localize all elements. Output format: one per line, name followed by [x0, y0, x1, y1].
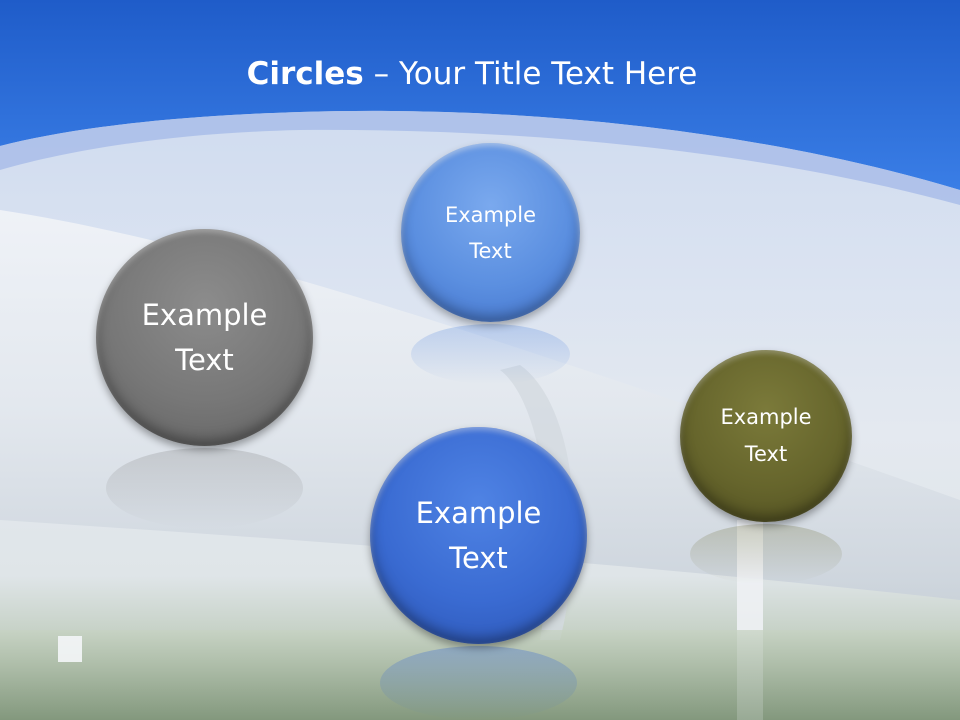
title-bold: Circles — [246, 56, 364, 92]
title-rest: – Your Title Text Here — [363, 56, 698, 92]
circle-reflection — [690, 524, 842, 584]
circle-reflection — [106, 448, 303, 528]
slide-title: Circles – Your Title Text Here — [0, 52, 944, 96]
circle-reflection — [411, 324, 570, 384]
circle-reflection — [380, 646, 577, 720]
